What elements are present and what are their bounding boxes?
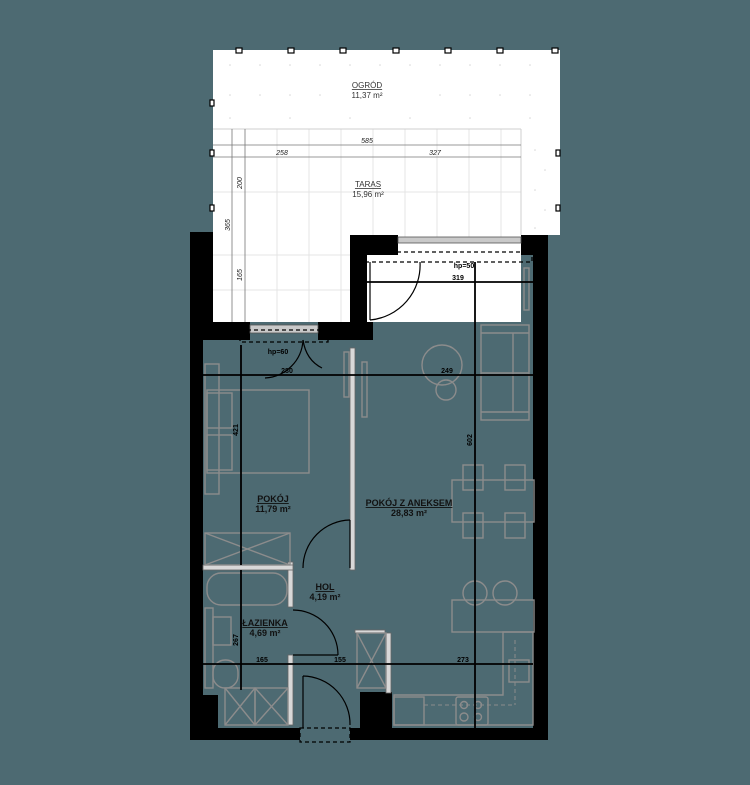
washbasin — [212, 616, 232, 646]
bed — [204, 363, 310, 495]
room-bathroom-name: ŁAZIENKA — [242, 618, 288, 628]
interior-dimensions: hp=50 319 hp=60 280 249 602 421 267 165 … — [203, 262, 533, 728]
dim-living-window-sill: hp=50 — [454, 263, 475, 270]
radiator-living-2 — [361, 361, 368, 418]
dim-bedroom-width: 280 — [281, 368, 293, 375]
terrace-dimensions: 585 258 327 200 365 165 — [213, 129, 521, 322]
room-labels: POKÓJ Z ANEKSEM 28,83 m² POKÓJ 11,79 m² … — [242, 493, 452, 638]
exterior-area: OGRÓD 11,37 m² TARAS 15,96 m² — [209, 47, 561, 322]
bathroom-door-swing — [292, 609, 339, 656]
room-bedroom-name: POKÓJ — [257, 493, 289, 504]
dim-terrace-left: 258 — [275, 150, 288, 157]
dim-living-width-mid: 249 — [441, 368, 453, 375]
garden-area-value: 11,37 m² — [352, 91, 383, 100]
bedroom-window — [249, 324, 319, 334]
partitions — [202, 347, 392, 726]
bathtub — [206, 572, 288, 606]
dining-table — [451, 464, 535, 539]
dim-terrace-depth-total: 365 — [225, 219, 232, 231]
dim-bedroom-window-sill: hp=60 — [268, 349, 289, 356]
room-living-name: POKÓJ Z ANEKSEM — [366, 497, 453, 508]
dim-terrace-depth-lower: 165 — [237, 269, 244, 281]
dim-living-width-top: 319 — [452, 275, 464, 282]
radiator-living — [523, 267, 530, 311]
dim-bath-height: 267 — [233, 634, 240, 646]
room-hall-name: HOL — [316, 582, 336, 592]
wardrobe — [204, 532, 291, 566]
dim-kitchen-width: 273 — [457, 657, 469, 664]
living-window — [397, 236, 522, 244]
terrace-label: TARAS — [355, 180, 381, 189]
dim-living-height: 602 — [467, 434, 474, 446]
dim-terrace-total: 585 — [361, 138, 373, 145]
sofa — [480, 324, 530, 421]
room-bedroom-area: 11,79 m² — [255, 504, 291, 514]
bathroom-cabinets — [224, 687, 289, 726]
room-living-area: 28,83 m² — [391, 508, 427, 518]
garden-dot-pattern — [229, 64, 546, 229]
coffee-table — [421, 344, 463, 386]
kitchen-island — [451, 580, 535, 633]
fence-posts — [209, 47, 561, 212]
hall-wardrobe — [356, 632, 387, 689]
walls — [190, 232, 548, 740]
entrance-door-swing — [302, 675, 351, 726]
dim-terrace-depth-upper: 200 — [237, 177, 244, 190]
balcony-door-swing — [369, 261, 421, 321]
dim-terrace-right: 327 — [429, 150, 442, 157]
dim-bath-width: 165 — [256, 657, 268, 664]
openings — [239, 236, 533, 743]
terrace-grid — [213, 128, 522, 322]
terrace-area-value: 15,96 m² — [352, 190, 384, 199]
furniture — [204, 267, 535, 726]
garden-label: OGRÓD — [352, 81, 382, 90]
dim-hall-width: 155 — [334, 657, 346, 664]
bedroom-door-swing — [302, 519, 351, 569]
room-bathroom-area: 4,69 m² — [249, 628, 280, 638]
kitchen-counter — [393, 631, 534, 726]
dim-bedroom-height: 421 — [233, 424, 240, 436]
room-hall-area: 4,19 m² — [309, 592, 340, 602]
